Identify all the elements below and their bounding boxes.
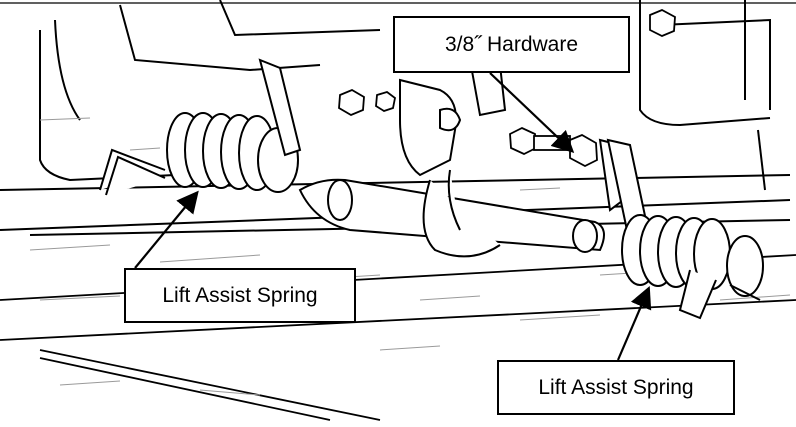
lift-assist-spring-left <box>99 58 302 196</box>
left-spring-callout-label: Lift Assist Spring <box>124 268 356 323</box>
right-spring-leader-arrow <box>616 285 652 361</box>
hardware-leader-arrow <box>489 72 575 154</box>
right-spring-callout-label: Lift Assist Spring <box>497 360 735 415</box>
hardware-callout-label: 3/8˝ Hardware <box>393 16 630 73</box>
pivot-axle <box>298 58 632 258</box>
leader-arrows <box>134 72 652 361</box>
left-spring-leader-arrow <box>134 190 199 269</box>
hardware-bolt <box>338 9 676 168</box>
lift-assist-spring-right <box>606 138 764 320</box>
